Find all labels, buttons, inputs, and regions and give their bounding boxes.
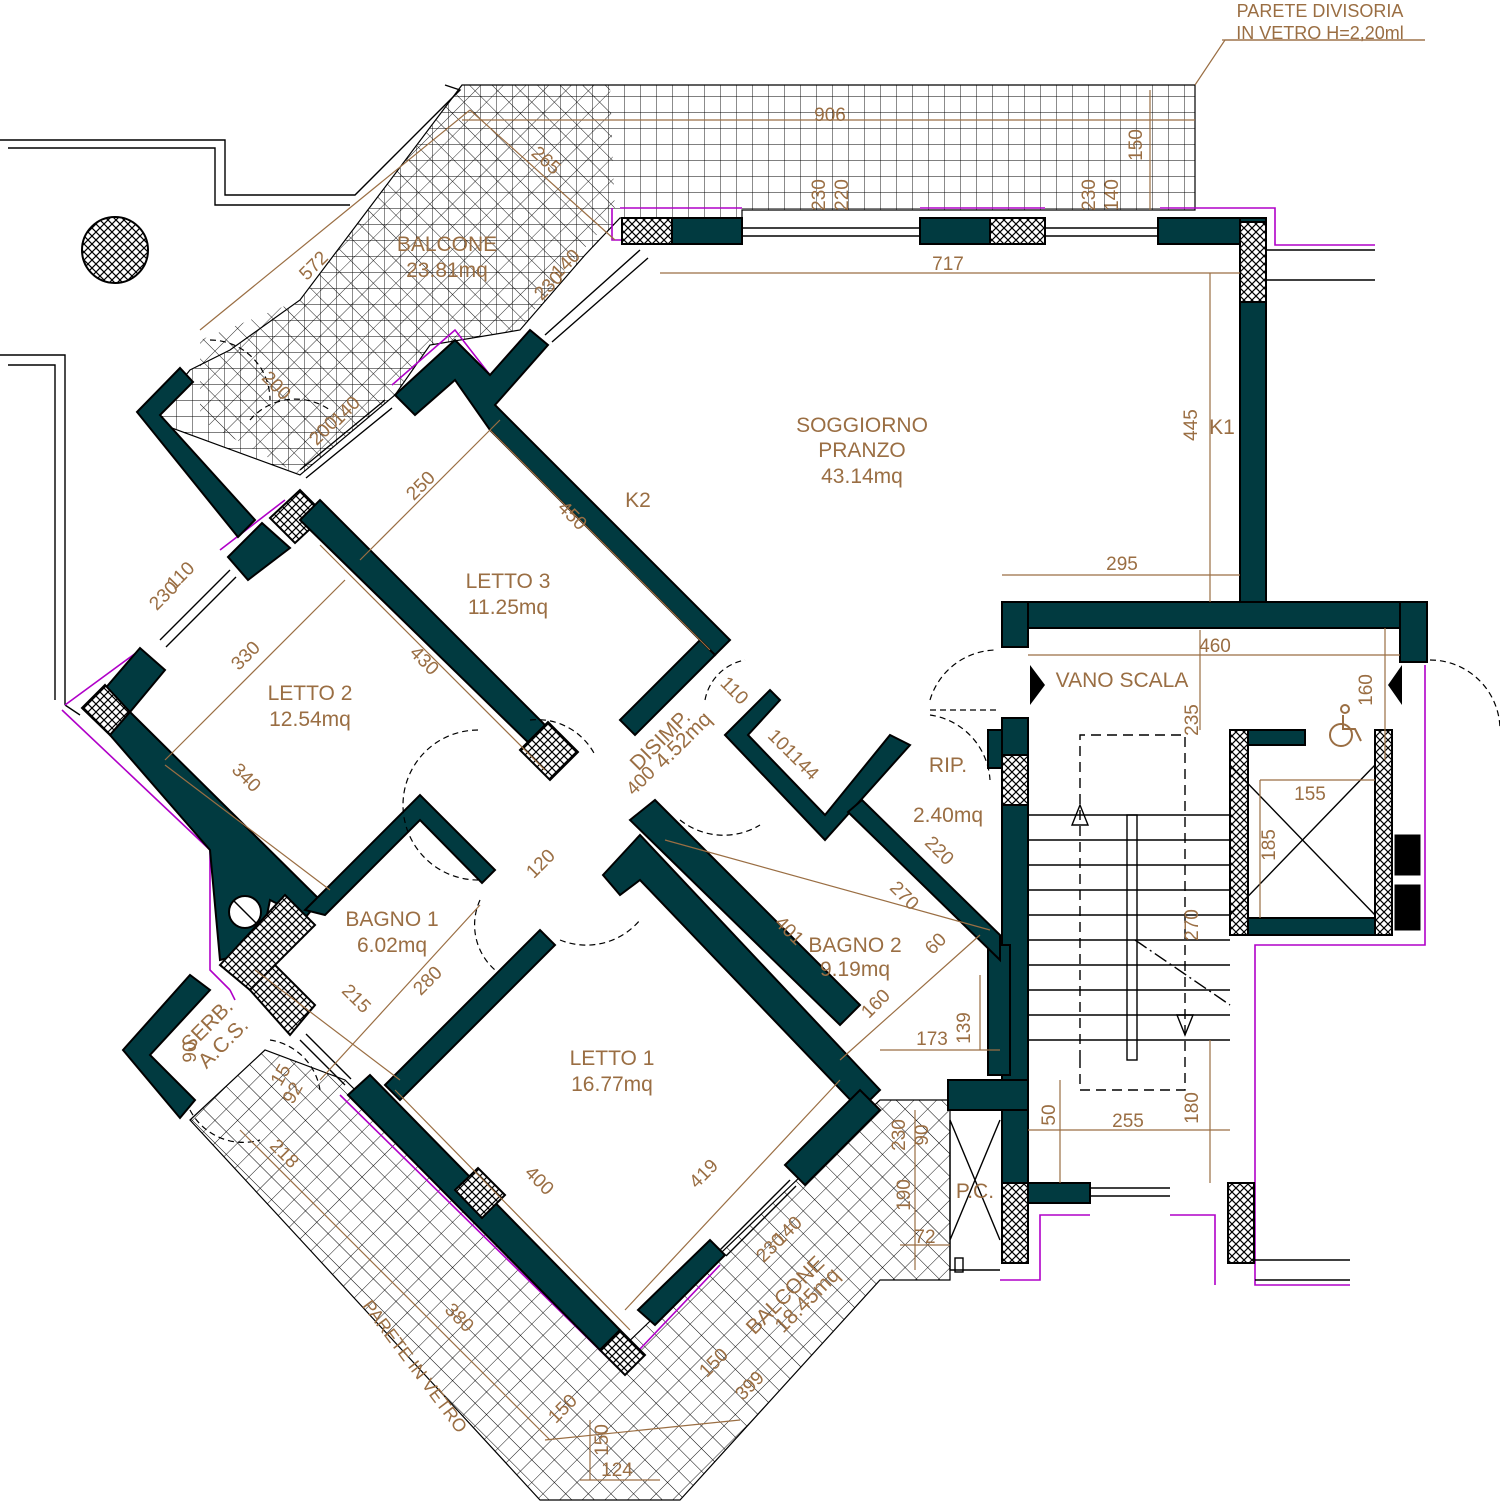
room-letto3-area: 11.25mq (468, 596, 548, 619)
dim-460: 460 (1199, 636, 1231, 657)
dim-160-b: 160 (857, 985, 894, 1022)
dim-160-a: 160 (1356, 674, 1377, 706)
staircase (1028, 665, 1421, 1091)
dim-139: 139 (954, 1012, 975, 1044)
dim-400-b: 400 (520, 1162, 557, 1199)
dim-230-b: 230 (1079, 179, 1100, 211)
dim-717: 717 (932, 254, 964, 275)
dim-270-b: 270 (1182, 909, 1203, 941)
wheelchair-accessible-icon (1329, 704, 1362, 747)
room-balcone-top-name: BALCONE (397, 233, 497, 256)
dim-400-a: 400 (622, 762, 659, 799)
dim-90-b: 90 (912, 1124, 933, 1145)
dim-419: 419 (685, 1155, 722, 1192)
dim-215: 215 (337, 980, 374, 1017)
room-rip-name: RIP. (929, 754, 967, 777)
column-icon (81, 216, 149, 284)
dim-235: 235 (1182, 704, 1203, 736)
terrace-outline (0, 84, 462, 716)
dim-155: 155 (1294, 784, 1326, 805)
dim-340: 340 (227, 759, 264, 796)
dim-445: 445 (1181, 409, 1202, 441)
dimension-lines (164, 39, 1425, 1481)
dim-280: 280 (409, 962, 446, 999)
room-soggiorno-area: 43.14mq (821, 465, 903, 488)
label-parete-divisoria-2: IN VETRO H=2,20ml (1236, 23, 1404, 43)
dim-250: 250 (402, 467, 439, 504)
room-bagno1-name: BAGNO 1 (345, 908, 438, 931)
dim-185: 185 (1259, 829, 1280, 861)
room-letto3-name: LETTO 3 (466, 570, 551, 593)
doors (189, 339, 1500, 1273)
room-letto2-area: 12.54mq (269, 708, 351, 731)
room-soggiorno-name: SOGGIORNO (796, 414, 928, 437)
dim-120: 120 (522, 845, 559, 882)
dim-173: 173 (916, 1029, 948, 1050)
label-k2: K2 (625, 489, 651, 512)
dim-295: 295 (1106, 554, 1138, 575)
dim-72: 72 (914, 1227, 935, 1248)
dim-230-e: 230 (889, 1119, 910, 1151)
dim-180: 180 (1182, 1092, 1203, 1124)
dim-255: 255 (1112, 1111, 1144, 1132)
label-k1: K1 (1209, 416, 1235, 439)
dim-90-a: 90 (180, 1041, 201, 1062)
dim-60: 60 (921, 929, 951, 959)
dim-50: 50 (1039, 1104, 1060, 1125)
dim-230-a: 230 (809, 179, 830, 211)
dim-140-a: 140 (1102, 179, 1123, 211)
dim-906: 906 (814, 105, 846, 126)
room-letto2-name: LETTO 2 (268, 682, 353, 705)
label-parete-divisoria-1: PARETE DIVISORIA (1237, 1, 1404, 21)
room-bagno2-name: BAGNO 2 (808, 934, 901, 957)
dim-150-d: 150 (592, 1424, 613, 1456)
room-letto1-area: 16.77mq (571, 1073, 653, 1096)
room-vano-scala-name: VANO SCALA (1056, 669, 1189, 692)
room-letto1-name: LETTO 1 (570, 1047, 655, 1070)
room-bagno2-area: 9.19mq (820, 958, 890, 981)
room-balcone-top-area: 23.81mq (406, 259, 488, 282)
walls (80, 217, 1428, 1377)
dim-110-b: 110 (716, 673, 752, 709)
room-bagno1-area: 6.02mq (357, 934, 427, 957)
dim-150-top: 150 (1126, 129, 1147, 161)
dim-220: 220 (832, 179, 853, 211)
dim-124: 124 (601, 1460, 633, 1481)
dim-330: 330 (227, 637, 264, 674)
room-soggiorno-name2: PRANZO (818, 439, 906, 462)
windows (159, 227, 1375, 1281)
dim-190: 190 (894, 1179, 915, 1211)
room-pc-name: P.C. (956, 1180, 994, 1203)
balcony-top-floor (149, 84, 1196, 476)
room-rip-area: 2.40mq (913, 804, 983, 827)
